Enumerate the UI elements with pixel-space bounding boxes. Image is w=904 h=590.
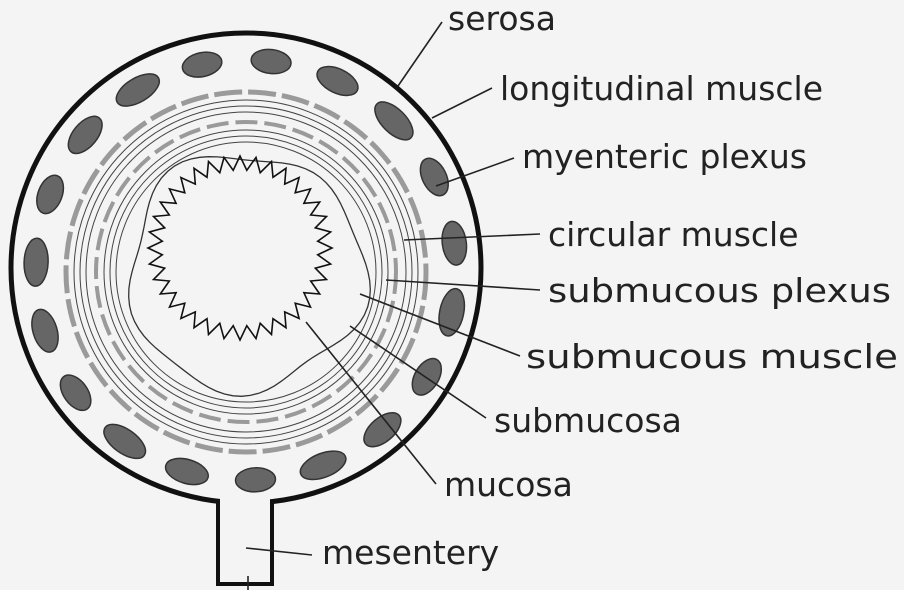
label-longitudinal-muscle: longitudinal muscle	[500, 69, 823, 108]
label-mucosa: mucosa	[444, 465, 573, 504]
label-submucosa: submucosa	[494, 401, 682, 440]
label-mesentery: mesentery	[322, 533, 499, 572]
label-submucous-muscle: submucous muscle	[526, 337, 898, 376]
label-submucous-plexus: submucous plexus	[548, 271, 891, 310]
label-myenteric-plexus: myenteric plexus	[522, 137, 807, 176]
label-serosa: serosa	[448, 0, 556, 38]
label-circular-muscle: circular muscle	[548, 215, 799, 254]
